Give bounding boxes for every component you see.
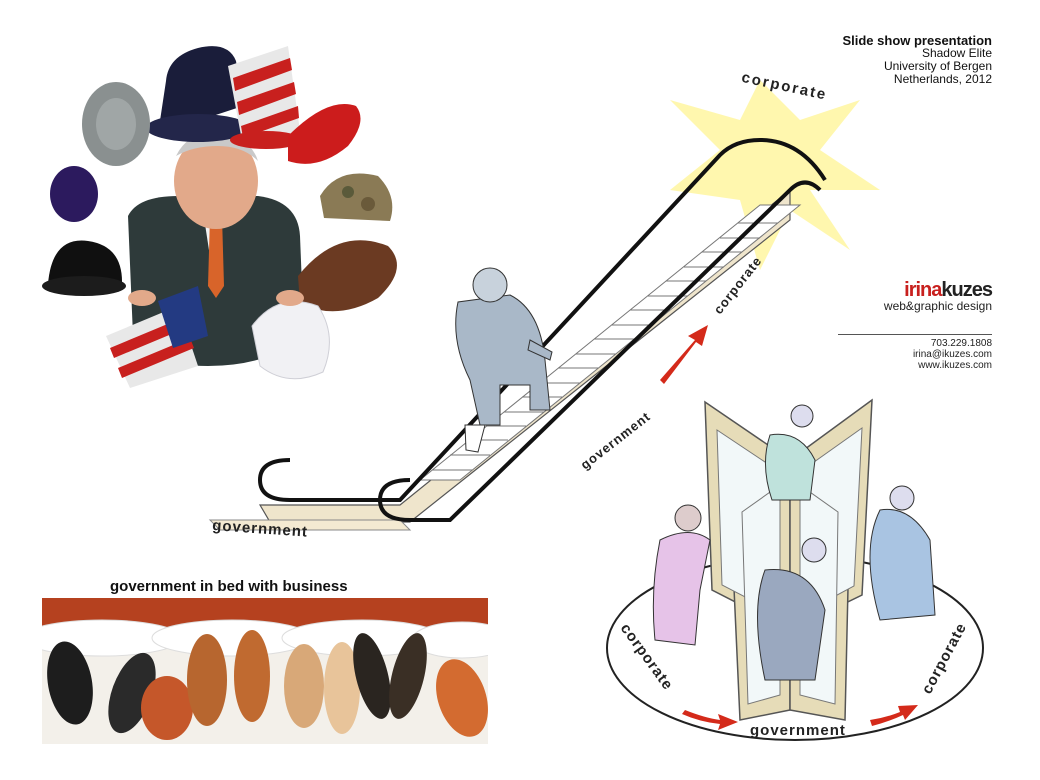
flag-hat-icon bbox=[106, 286, 208, 388]
contact-block: 703.229.1808 irina@ikuzes.com www.ikuzes… bbox=[913, 338, 992, 371]
helmet-icon bbox=[320, 173, 393, 221]
credits-university: University of Bergen bbox=[883, 59, 992, 73]
shoes bbox=[47, 630, 488, 740]
handrail-right bbox=[377, 180, 822, 522]
credits-subtitle: Shadow Elite bbox=[921, 46, 992, 60]
bed-shoes-photo bbox=[42, 598, 488, 744]
glow-burst bbox=[670, 80, 880, 270]
purple-beret-icon bbox=[50, 166, 98, 222]
contact-website[interactable]: www.ikuzes.com bbox=[918, 360, 992, 371]
irina-kuzes-logo: irinakuzes web&graphic design bbox=[883, 279, 993, 313]
contact-email[interactable]: irina@ikuzes.com bbox=[912, 349, 992, 360]
figure-blue bbox=[869, 485, 936, 621]
credits-block: Slide show presentation Shadow Elite Uni… bbox=[842, 34, 992, 86]
red-arrow-icon bbox=[660, 325, 708, 384]
divider bbox=[838, 334, 992, 335]
arrow-left-icon bbox=[682, 710, 738, 730]
bed-title: government in bed with business bbox=[110, 578, 348, 595]
logo-tagline: web&graphic design bbox=[883, 299, 992, 313]
businessman-figure bbox=[455, 267, 553, 453]
handrail-left bbox=[257, 138, 761, 502]
face bbox=[174, 133, 258, 229]
escalator-illustration: corporate corporate government governmen… bbox=[208, 69, 880, 541]
arrow-right-icon bbox=[870, 705, 918, 726]
uncle-sam-hat-icon bbox=[228, 46, 302, 149]
figure-grey bbox=[757, 537, 827, 681]
top-hat-icon bbox=[158, 46, 243, 135]
red-hat-icon bbox=[288, 104, 361, 164]
door-center-label: government bbox=[750, 722, 846, 739]
brown-hat-icon bbox=[298, 240, 397, 312]
escalator-bottom-label: government bbox=[212, 517, 309, 541]
revolving-door-illustration: corporate government corporate bbox=[606, 398, 984, 741]
logo-part1: irina bbox=[904, 279, 942, 301]
contact-phone: 703.229.1808 bbox=[930, 338, 992, 349]
credits-location: Netherlands, 2012 bbox=[893, 72, 992, 86]
figure-teal bbox=[764, 404, 816, 501]
figure-pink bbox=[652, 504, 711, 646]
hats-collage bbox=[42, 46, 397, 388]
credits-title: Slide show presentation bbox=[842, 33, 992, 48]
tie bbox=[208, 216, 224, 298]
logo-part2: kuzes bbox=[941, 279, 993, 301]
